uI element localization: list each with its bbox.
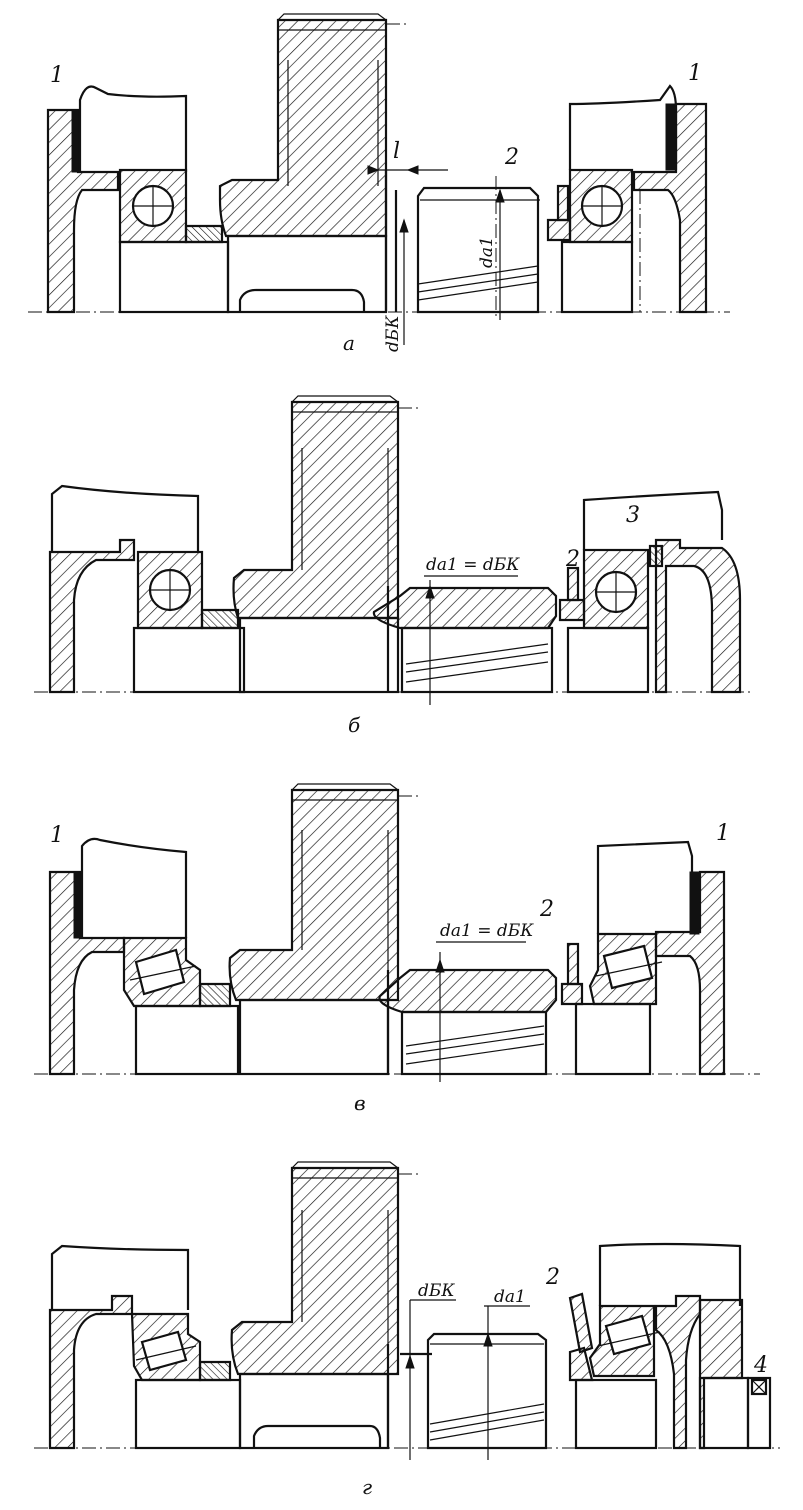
panel-a	[28, 13, 730, 345]
caption-b: б	[348, 713, 361, 737]
dim-v-equality: da1 = dБК	[440, 921, 534, 941]
callout-g-4: 4	[753, 1353, 768, 1378]
callout-b-2: 2	[565, 547, 580, 572]
callout-a-2: 2	[504, 145, 519, 170]
dim-a-tip: da1	[477, 236, 497, 268]
panel-v	[34, 783, 760, 1082]
panel-g	[34, 1161, 780, 1460]
caption-a: а	[343, 331, 355, 355]
callout-v-1-right: 1	[716, 821, 730, 846]
callout-v-2: 2	[539, 897, 554, 922]
dim-b-equality: da1 = dБК	[426, 555, 520, 575]
callout-a-1-left: 1	[50, 63, 64, 88]
dim-a-bore: dБК	[383, 315, 403, 352]
dim-g-tip: da1	[494, 1287, 526, 1307]
callout-v-1-left: 1	[50, 823, 64, 848]
panel-b	[34, 395, 750, 705]
callout-g-2: 2	[545, 1265, 560, 1290]
callout-a-1-right: 1	[688, 61, 702, 86]
caption-v: в	[354, 1091, 366, 1115]
caption-g: г	[362, 1475, 372, 1499]
dim-g-bore: dБК	[418, 1281, 455, 1301]
dim-a-gap: l	[393, 139, 400, 164]
callout-b-3: 3	[626, 503, 640, 528]
